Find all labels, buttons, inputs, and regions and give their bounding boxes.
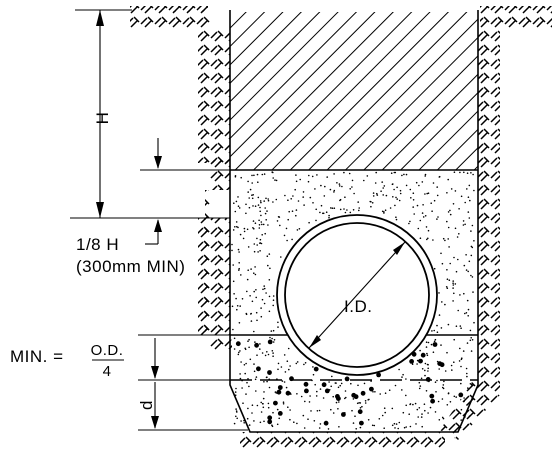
cover-min-label: (300mm MIN) xyxy=(76,257,185,276)
bedding-zone xyxy=(233,336,474,430)
height-label: H xyxy=(93,112,112,125)
id-dimension xyxy=(308,241,406,349)
cover-dimension xyxy=(140,138,230,245)
cover-label: 1/8 H xyxy=(76,235,119,254)
trench-outline xyxy=(229,10,479,433)
min-label: MIN. = xyxy=(10,347,64,366)
inside-diameter-label: I.D. xyxy=(344,297,372,316)
height-dimension xyxy=(70,9,230,219)
native-soil xyxy=(130,6,552,450)
granular-cover xyxy=(231,171,475,334)
fraction-numerator: O.D. xyxy=(91,342,124,359)
fraction-denominator: 4 xyxy=(103,363,112,380)
backfill-hatch xyxy=(230,12,478,170)
bedding-dimension xyxy=(138,334,248,431)
bedding-depth-label: d xyxy=(137,400,156,410)
